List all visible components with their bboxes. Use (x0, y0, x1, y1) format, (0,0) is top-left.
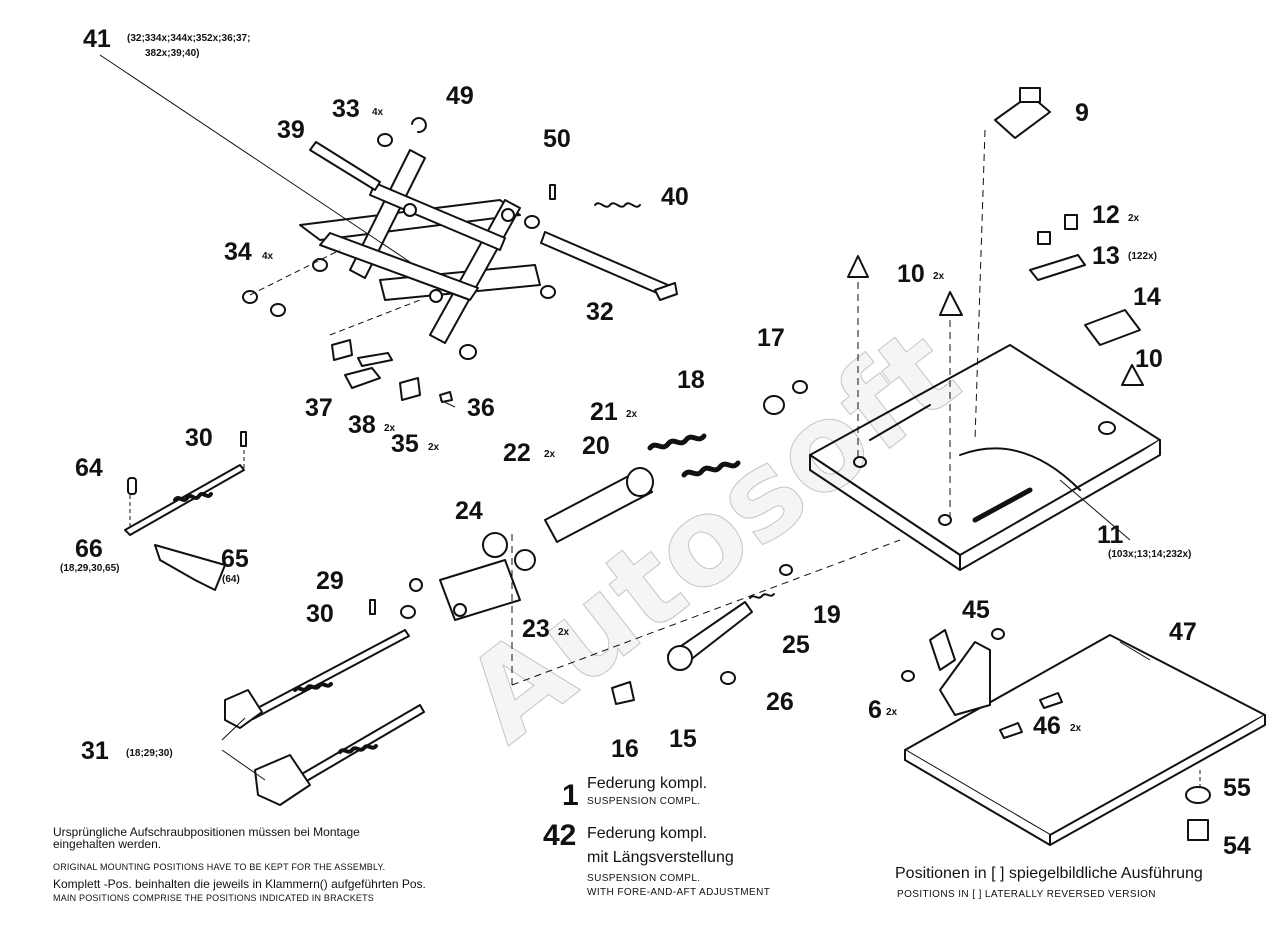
part-label-31: 31 (81, 737, 109, 765)
part-label-11: 11 (1097, 521, 1124, 549)
legend-item-1-number: 1 (562, 779, 579, 812)
part-label-40: 40 (661, 183, 689, 211)
legend-item-1-german: Federung kompl. (587, 775, 708, 792)
part-label-39: 39 (277, 116, 305, 144)
part-label-25: 25 (782, 631, 810, 659)
part-label-55: 55 (1223, 774, 1251, 802)
part-label-64: 64 (75, 454, 103, 482)
part-label-23-qty: 2x (558, 627, 570, 638)
part-label-50: 50 (543, 125, 571, 153)
part-label-41-contents-2: 382x;39;40) (145, 48, 200, 59)
part-label-35-qty: 2x (428, 442, 440, 453)
part-label-35: 35 (391, 430, 419, 458)
part-label-30-upper: 30 (185, 424, 213, 452)
part-label-45: 45 (962, 596, 990, 624)
part-label-41: 41 (83, 25, 111, 53)
part-label-13: 13 (1092, 242, 1120, 270)
part-label-46: 46 (1033, 712, 1061, 740)
part-label-10-upper-qty: 2x (933, 271, 945, 282)
part-label-6-qty: 2x (886, 707, 898, 718)
part-label-9: 9 (1075, 99, 1089, 127)
part-label-65: 65 (221, 545, 249, 573)
part-label-65-contents: (64) (222, 574, 240, 585)
part-label-47: 47 (1169, 618, 1197, 646)
part-label-12: 12 (1092, 201, 1120, 229)
part-label-30-lower: 30 (306, 600, 334, 628)
part-label-33: 33 (332, 95, 360, 123)
part-label-14: 14 (1133, 283, 1161, 311)
part-label-16: 16 (611, 735, 639, 763)
part-label-26: 26 (766, 688, 794, 716)
part-label-33-qty: 4x (372, 107, 384, 118)
part-label-31-contents: (18;29;30) (126, 748, 173, 759)
part-label-41-contents-1: (32;334x;344x;352x;36;37; (127, 33, 251, 44)
part-label-66: 66 (75, 535, 103, 563)
legend-item-1-english: SUSPENSION COMPL. (587, 796, 701, 807)
part-label-29: 29 (316, 567, 344, 595)
note-english-2: MAIN POSITIONS COMPRISE THE POSITIONS IN… (53, 893, 375, 903)
legend-item-42-english-1: SUSPENSION COMPL. (587, 873, 701, 884)
note-german-3: Komplett -Pos. beinhalten die jeweils in… (53, 877, 426, 891)
part-label-10-right: 10 (1135, 345, 1163, 373)
note-german-2: eingehalten werden. (53, 837, 162, 851)
part-label-32: 32 (586, 298, 614, 326)
part-label-17: 17 (757, 324, 785, 352)
part-label-54: 54 (1223, 832, 1251, 860)
part-label-38: 38 (348, 411, 376, 439)
mirror-version-note-english: POSITIONS IN [ ] LATERALLY REVERSED VERS… (897, 889, 1156, 900)
legend-item-42-german-1: Federung kompl. (587, 825, 708, 842)
part-label-34-qty: 4x (262, 251, 274, 262)
part-label-22: 22 (503, 439, 531, 467)
part-label-38-qty: 2x (384, 423, 396, 434)
part-label-37: 37 (305, 394, 333, 422)
legend-item-42-english-2: WITH FORE-AND-AFT ADJUSTMENT (587, 887, 771, 898)
part-label-21: 21 (590, 398, 618, 426)
part-label-49: 49 (446, 82, 474, 110)
legend-item-42-german-2: mit Längsverstellung (587, 849, 734, 866)
part-label-21-qty: 2x (626, 409, 638, 420)
part-label-11-contents: (103x;13;14;232x) (1108, 549, 1192, 560)
note-german-1: Ursprüngliche Aufschraubpositionen müsse… (53, 825, 360, 839)
part-label-46-qty: 2x (1070, 723, 1082, 734)
part-label-13-contents: (122x) (1128, 251, 1157, 262)
part-label-18: 18 (677, 366, 705, 394)
part-label-24: 24 (455, 497, 483, 525)
part-label-22-qty: 2x (544, 449, 556, 460)
part-label-19: 19 (813, 601, 841, 629)
part-label-20: 20 (582, 432, 610, 460)
mirror-version-note-german: Positionen in [ ] spiegelbildliche Ausfü… (895, 865, 1203, 882)
part-label-34: 34 (224, 238, 252, 266)
part-label-36: 36 (467, 394, 495, 422)
part-label-12-qty: 2x (1128, 213, 1140, 224)
part-label-23: 23 (522, 615, 550, 643)
note-english-1: ORIGINAL MOUNTING POSITIONS HAVE TO BE K… (53, 862, 386, 872)
part-label-66-contents: (18,29,30,65) (60, 563, 120, 574)
scissor-frame-part (299, 141, 541, 344)
legend-item-42-number: 42 (543, 819, 577, 852)
base-plate-part (809, 344, 1161, 571)
part-label-10-upper: 10 (897, 260, 925, 288)
part-label-6: 6 (868, 696, 882, 724)
part-label-15: 15 (669, 725, 697, 753)
